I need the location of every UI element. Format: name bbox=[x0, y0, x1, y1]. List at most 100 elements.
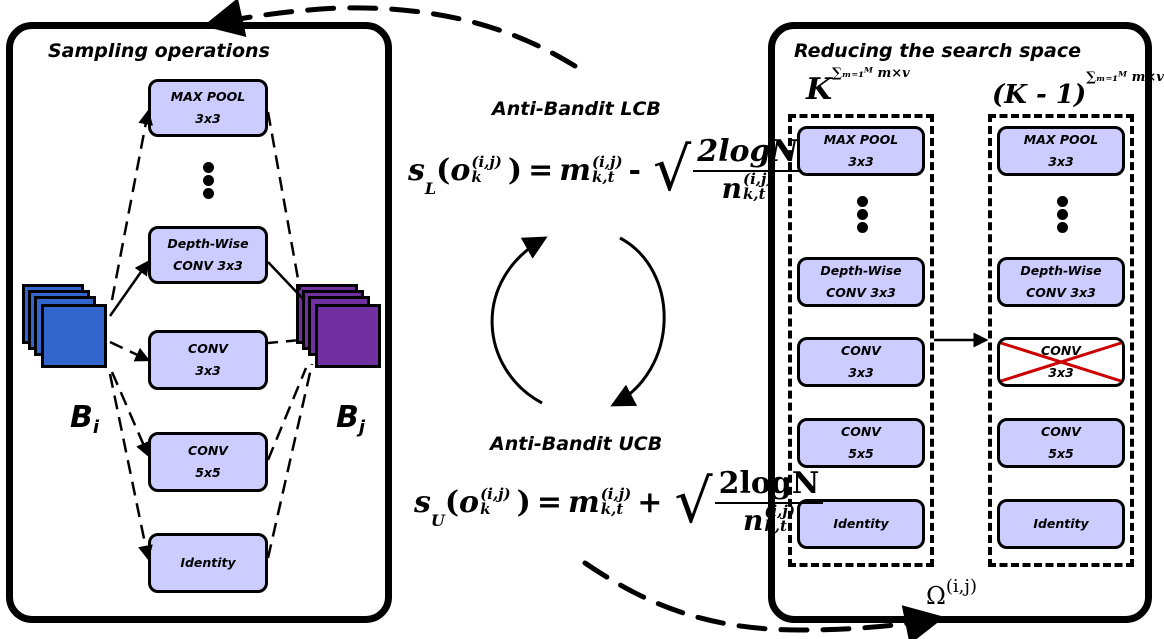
after-complexity: (K - 1)∑ₘ₌₁ᴹ m×v bbox=[992, 70, 1164, 110]
denominator: n(i,j)k,t bbox=[743, 504, 795, 538]
mean-sub: k,t bbox=[592, 168, 615, 186]
plus-sign: + bbox=[637, 484, 663, 520]
left-op-max-pool: MAX POOL 3x3 bbox=[148, 79, 268, 137]
ucb-title: Anti-Bandit UCB bbox=[490, 433, 663, 455]
left-op-identity: Identity bbox=[148, 533, 268, 593]
block-subscript: j bbox=[358, 417, 366, 438]
den-sup: (i,j) bbox=[764, 502, 795, 520]
op-line2: 3x3 bbox=[1048, 365, 1074, 380]
block-label: B bbox=[70, 400, 93, 435]
op-line1: CONV bbox=[1041, 343, 1081, 358]
den-sub: k,t bbox=[742, 185, 766, 203]
op-line1: CONV bbox=[188, 341, 228, 356]
cycle-arrow-left bbox=[490, 236, 548, 405]
op-line1: CONV bbox=[188, 443, 228, 458]
op-line2: 3x3 bbox=[1048, 154, 1074, 169]
lcb-title: Anti-Bandit LCB bbox=[492, 98, 661, 120]
left-op-conv3x3: CONV 3x3 bbox=[148, 330, 268, 390]
edge-bi-conv3x3 bbox=[109, 340, 151, 362]
edge-bi-identity bbox=[108, 373, 153, 561]
op-line2: 3x3 bbox=[195, 363, 221, 378]
op-line2: 5x5 bbox=[195, 465, 221, 480]
op-line2: CONV 3x3 bbox=[1026, 285, 1096, 300]
op-line1: Identity bbox=[1033, 516, 1089, 531]
op-line1: CONV bbox=[841, 343, 881, 358]
sqrt-icon: √ bbox=[674, 467, 713, 537]
equals-sign: = bbox=[528, 152, 554, 188]
lhs-subscript: U bbox=[430, 511, 445, 530]
op-line1: MAX POOL bbox=[170, 89, 246, 104]
before-op-max-pool: MAX POOL 3x3 bbox=[797, 126, 925, 176]
block-label: B bbox=[336, 400, 359, 435]
before-op-conv5x5: CONV 5x5 bbox=[797, 418, 925, 468]
den-sup: (i,j) bbox=[742, 170, 774, 188]
den-indices: (i,j)k,t bbox=[743, 172, 774, 202]
edge-maxpool-bj bbox=[266, 111, 302, 291]
search-space-label: Ω(i,j) bbox=[926, 576, 977, 610]
op-line1: Depth-Wise bbox=[1020, 263, 1102, 278]
arg-sub: k bbox=[480, 500, 491, 518]
before-complexity: K∑ₘ₌₁ᴹ m×v bbox=[806, 66, 910, 107]
feature-map bbox=[315, 304, 381, 368]
den-sub: k,t bbox=[764, 517, 787, 535]
op-line1: CONV bbox=[841, 424, 881, 439]
arg-indices: (i,j)k bbox=[480, 487, 511, 517]
op-line1: Depth-Wise bbox=[820, 263, 902, 278]
op-line2: CONV 3x3 bbox=[173, 258, 243, 273]
op-line1: Identity bbox=[180, 555, 236, 570]
before-op-conv3x3: CONV 3x3 bbox=[797, 337, 925, 387]
lhs-subscript: L bbox=[424, 179, 437, 198]
op-line2: 3x3 bbox=[195, 111, 221, 126]
feature-map bbox=[41, 304, 107, 368]
input-block-label: Bi bbox=[70, 400, 99, 438]
den-symbol: n bbox=[721, 172, 742, 205]
arg-sub: k bbox=[471, 168, 482, 186]
feedback-arrow-top bbox=[203, 0, 578, 69]
feedback-arrow-bottom bbox=[582, 560, 945, 639]
ellipsis-vertical-icon bbox=[856, 196, 868, 235]
equals-sign: = bbox=[536, 484, 562, 520]
left-op-conv5x5: CONV 5x5 bbox=[148, 432, 268, 492]
fraction: 2logN n(i,j)k,t bbox=[693, 134, 802, 206]
sampling-operations-title: Sampling operations bbox=[48, 40, 270, 62]
numerator: 2logN bbox=[714, 466, 824, 504]
after-operation-set bbox=[988, 114, 1134, 567]
paren: ( bbox=[436, 152, 451, 188]
lhs-symbol: s bbox=[408, 152, 425, 188]
complexity-base: K bbox=[806, 72, 833, 107]
op-line2: 3x3 bbox=[848, 154, 874, 169]
output-block-label: Bj bbox=[336, 400, 365, 438]
op-line1: Depth-Wise bbox=[167, 236, 249, 251]
before-operation-set bbox=[788, 114, 934, 567]
complexity-exponent: ∑ₘ₌₁ᴹ m×v bbox=[1086, 70, 1164, 85]
after-op-depthwise-conv: Depth-Wise CONV 3x3 bbox=[997, 257, 1125, 307]
omega-superscript: (i,j) bbox=[945, 576, 978, 597]
arg: o bbox=[450, 152, 471, 188]
mean-indices: (i,j)k,t bbox=[592, 155, 623, 185]
arg: o bbox=[459, 484, 480, 520]
den-indices: (i,j)k,t bbox=[764, 504, 795, 534]
before-op-depthwise-conv: Depth-Wise CONV 3x3 bbox=[797, 257, 925, 307]
complexity-base: (K - 1) bbox=[992, 80, 1087, 110]
numerator: 2logN bbox=[693, 134, 802, 172]
op-line1: MAX POOL bbox=[1023, 132, 1099, 147]
op-line1: CONV bbox=[1041, 424, 1081, 439]
mean: m bbox=[559, 152, 591, 188]
ellipsis-vertical-icon bbox=[1056, 196, 1068, 235]
mean: m bbox=[567, 484, 600, 520]
sqrt-icon: √ bbox=[653, 135, 692, 205]
complexity-exponent: ∑ₘ₌₁ᴹ m×v bbox=[832, 66, 910, 81]
edge-bi-depthwise bbox=[108, 259, 150, 317]
paren: ( bbox=[444, 484, 460, 520]
paren: ) bbox=[516, 484, 531, 520]
omega-symbol: Ω bbox=[926, 582, 946, 610]
op-line2: 5x5 bbox=[848, 446, 874, 461]
op-line2: CONV 3x3 bbox=[826, 285, 896, 300]
block-subscript: i bbox=[92, 417, 100, 438]
denominator: n(i,j)k,t bbox=[722, 172, 774, 206]
edge-conv3x3-bj bbox=[267, 338, 301, 345]
op-line1: Identity bbox=[833, 516, 889, 531]
